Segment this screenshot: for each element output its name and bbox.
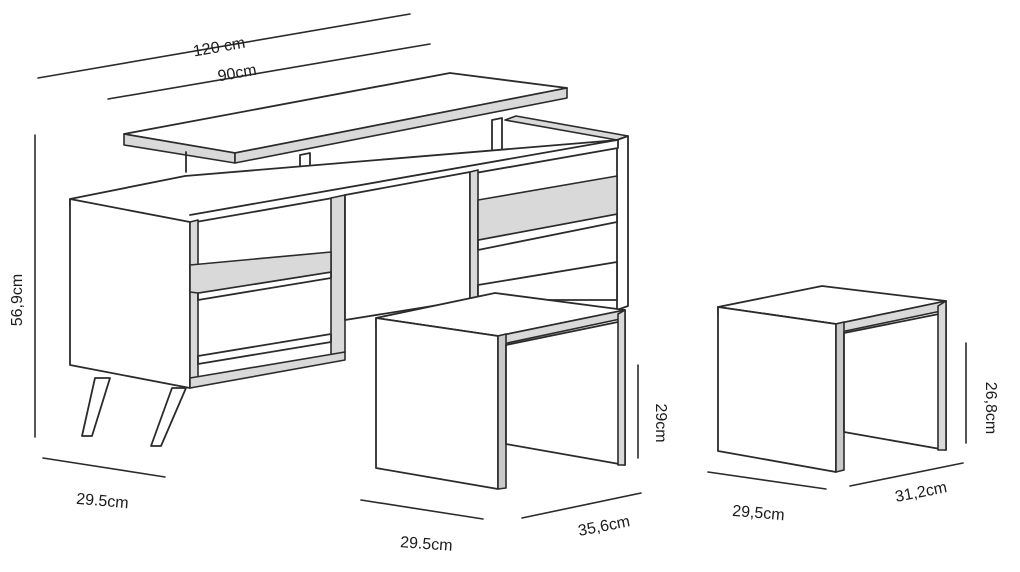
dim-line-stool-b-depth [849, 462, 964, 487]
dim-line-depth-tv [42, 457, 166, 478]
middle-back-panel [344, 171, 471, 321]
label-31-2cm: 31,2cm [894, 479, 949, 506]
stool-b-side-edge [835, 321, 845, 473]
stool-b-back-edge [937, 300, 947, 451]
stool-b [717, 285, 947, 473]
dimension-labels: 120 cm 90cm 56,9cm 29.5cm 29cm 29.5cm 35… [9, 35, 999, 555]
right-shelf-1-underside [477, 175, 618, 241]
middle-divider-left [330, 194, 346, 357]
stool-a-side-edge [497, 333, 507, 490]
left-cabinet-side [189, 219, 199, 389]
right-shelf-2 [477, 261, 618, 301]
dim-line-120 [37, 13, 411, 79]
right-box-top [504, 115, 629, 141]
label-29-5cm-stool-b: 29,5cm [732, 503, 786, 525]
label-56-9cm: 56,9cm [9, 274, 26, 326]
label-90cm: 90cm [216, 62, 257, 86]
stool-a [375, 292, 626, 490]
main-body-top-edge [189, 139, 618, 216]
tv-unit [69, 72, 629, 447]
dim-line-90 [107, 43, 431, 100]
front-leg-left [81, 377, 111, 437]
dim-line-stool-b-width [707, 471, 827, 490]
left-shelf-1-underside [189, 251, 332, 294]
stool-b-front-panel [717, 306, 837, 473]
left-lower-shelf-2 [197, 333, 332, 365]
left-bottom-base [189, 351, 346, 389]
middle-divider-right [469, 169, 479, 303]
label-29cm: 29cm [652, 403, 669, 442]
label-120cm: 120 cm [192, 35, 247, 61]
stool-a-front-panel [375, 317, 499, 490]
stool-b-back-panel [843, 309, 947, 451]
dim-line-stool-a-width [360, 499, 484, 520]
stool-a-back-edge [617, 309, 626, 466]
front-leg-right [150, 387, 187, 447]
label-29-5cm-stool-a: 29.5cm [400, 534, 454, 555]
left-cabinet-front [69, 198, 191, 389]
right-box-side [616, 135, 629, 311]
dim-line-stool-a-depth [521, 492, 642, 519]
label-29-5cm-tv: 29.5cm [76, 491, 130, 513]
top-shelf-side-edge [234, 87, 568, 164]
label-35-6cm: 35,6cm [577, 513, 632, 540]
dimension-lines [34, 13, 967, 520]
label-26-8cm: 26,8cm [982, 382, 999, 434]
